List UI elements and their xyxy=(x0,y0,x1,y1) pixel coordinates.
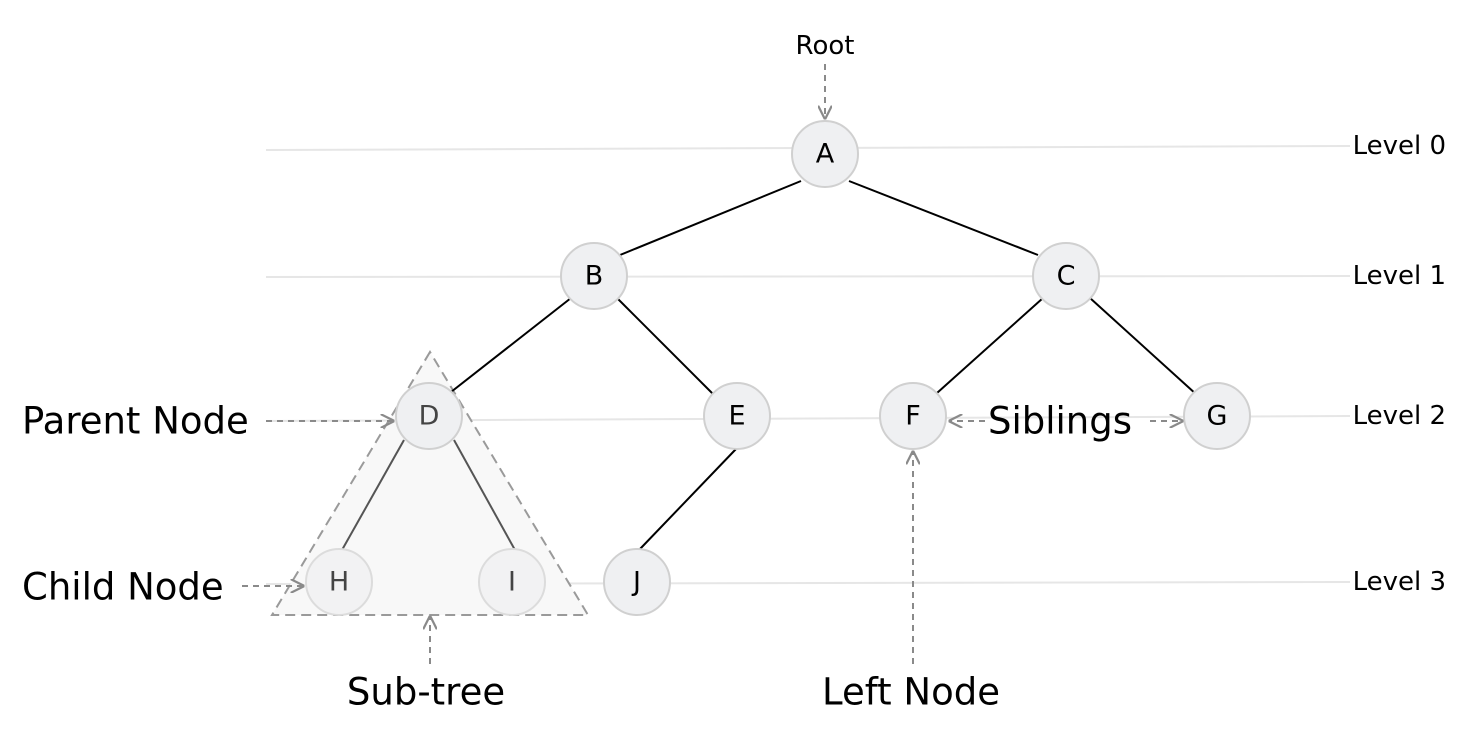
node-h: H xyxy=(305,548,373,616)
level-label-3: Level 3 xyxy=(1353,567,1446,597)
node-e-label: E xyxy=(728,401,745,432)
child-node-label: Child Node xyxy=(22,566,224,609)
node-a-label: A xyxy=(816,139,835,170)
node-b: B xyxy=(560,242,628,310)
edge-a-b xyxy=(619,180,802,256)
node-b-label: B xyxy=(585,261,604,292)
edge-d-i xyxy=(453,439,516,551)
edge-a-c xyxy=(848,180,1039,256)
edge-c-g xyxy=(1089,297,1198,396)
node-a-circle xyxy=(791,120,859,188)
sub-tree-label: Sub-tree xyxy=(347,671,505,714)
tree-edges xyxy=(341,180,1198,551)
edge-b-d xyxy=(450,297,572,393)
node-d-circle xyxy=(395,382,463,450)
node-g: G xyxy=(1183,382,1251,450)
level-label-2: Level 2 xyxy=(1353,401,1446,431)
node-e: E xyxy=(703,382,771,450)
node-f: F xyxy=(879,382,947,450)
node-j: J xyxy=(603,548,671,616)
edge-e-j xyxy=(639,448,737,550)
node-f-label: F xyxy=(905,401,921,432)
node-i-circle xyxy=(478,548,546,616)
level-label-1: Level 1 xyxy=(1353,261,1446,291)
node-g-label: G xyxy=(1207,401,1228,432)
left-node-label: Left Node xyxy=(822,671,1000,714)
level-label-0: Level 0 xyxy=(1353,131,1446,161)
node-j-label: J xyxy=(631,567,641,598)
node-c-circle xyxy=(1032,242,1100,310)
level-line-1 xyxy=(265,275,1351,278)
node-f-circle xyxy=(879,382,947,450)
node-a: A xyxy=(791,120,859,188)
node-d: D xyxy=(395,382,463,450)
node-b-circle xyxy=(560,242,628,310)
node-d-label: D xyxy=(419,401,440,432)
root-label: Root xyxy=(796,31,855,61)
node-h-label: H xyxy=(329,567,349,598)
node-j-circle xyxy=(603,548,671,616)
node-g-circle xyxy=(1183,382,1251,450)
node-c-label: C xyxy=(1057,261,1076,292)
edge-d-h xyxy=(341,439,405,551)
node-e-circle xyxy=(703,382,771,450)
node-i: I xyxy=(478,548,546,616)
siblings-label: Siblings xyxy=(988,400,1132,443)
edge-b-e xyxy=(616,297,715,396)
parent-node-label: Parent Node xyxy=(22,400,249,443)
node-h-circle xyxy=(305,548,373,616)
edge-c-f xyxy=(936,297,1044,394)
node-i-label: I xyxy=(508,567,516,598)
node-c: C xyxy=(1032,242,1100,310)
